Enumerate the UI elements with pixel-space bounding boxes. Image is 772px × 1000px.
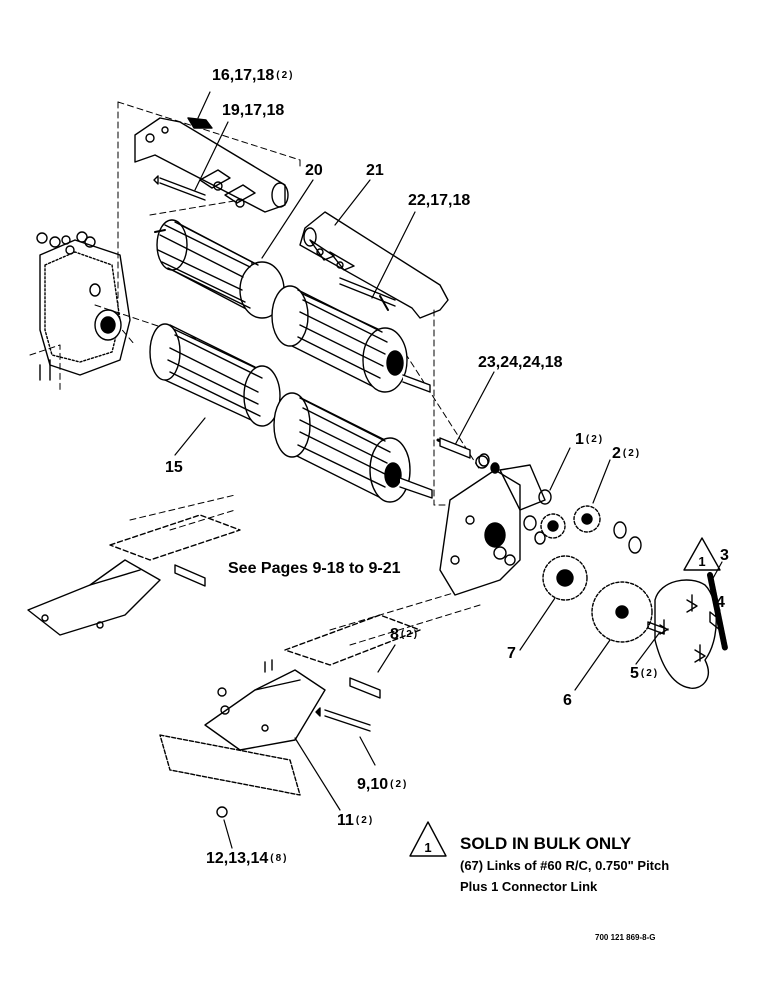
callout-22-17-18: 22,17,18: [408, 192, 471, 209]
reference-code: 700 121 869-8-G: [595, 933, 656, 942]
right-mounting-bar: [299, 211, 449, 319]
callout-2: 2(2): [612, 445, 642, 462]
sprocket-2: [523, 505, 642, 554]
sprocket-1: [538, 489, 566, 539]
note-line-2: Plus 1 Connector Link: [460, 879, 598, 894]
callout-19-17-18: 19,17,18: [222, 102, 285, 119]
left-side-plate: [36, 231, 131, 381]
callout-21: 21: [366, 162, 384, 179]
note-line-1: (67) Links of #60 R/C, 0.750" Pitch: [460, 858, 670, 873]
chain-guard-plate: [654, 579, 717, 689]
bushing-5: [647, 621, 665, 635]
lower-skid-assembly: [159, 614, 421, 818]
callout-23-24-24-18: 23,24,24,18: [478, 354, 563, 371]
note-marker-number: 1: [424, 840, 431, 855]
callout-5: 5(2): [630, 665, 660, 682]
callout-1: 1(2): [575, 431, 605, 448]
sprocket-7: [542, 555, 588, 601]
chain-note-triangle: [683, 537, 721, 571]
callout-15: 15: [165, 459, 183, 476]
chain-marker-number: 1: [698, 554, 705, 569]
bolts: [439, 437, 546, 545]
leader-lines: [174, 91, 723, 849]
callout-4: 4: [716, 594, 725, 611]
callout-16-17-18: 16,17,18(2): [212, 67, 295, 84]
callout-12-13-14: 12,13,14(8): [206, 850, 289, 867]
sprocket-6: [591, 581, 653, 643]
upper-skid-reference: [27, 514, 241, 636]
callout-8: 8(2): [390, 626, 420, 643]
callout-7: 7: [507, 645, 516, 662]
upper-mounting-bar: [134, 117, 289, 213]
callout-20: 20: [305, 162, 323, 179]
callout-9-10: 9,10(2): [357, 776, 409, 793]
see-pages-reference: See Pages 9-18 to 9-21: [228, 560, 401, 577]
roller-lower-right: [273, 392, 433, 503]
callout-3: 3: [720, 547, 729, 564]
callout-11: 11(2): [337, 812, 375, 829]
connector-link-4: [709, 611, 721, 631]
callout-6: 6: [563, 692, 572, 709]
note-title: SOLD IN BULK ONLY: [460, 834, 632, 853]
roller-15: [149, 323, 281, 427]
roller-upper-right: [271, 285, 431, 393]
roller-20: [154, 219, 285, 319]
note-triangle: [409, 821, 447, 857]
chain-3: [707, 572, 728, 651]
right-side-plate: [436, 438, 546, 596]
